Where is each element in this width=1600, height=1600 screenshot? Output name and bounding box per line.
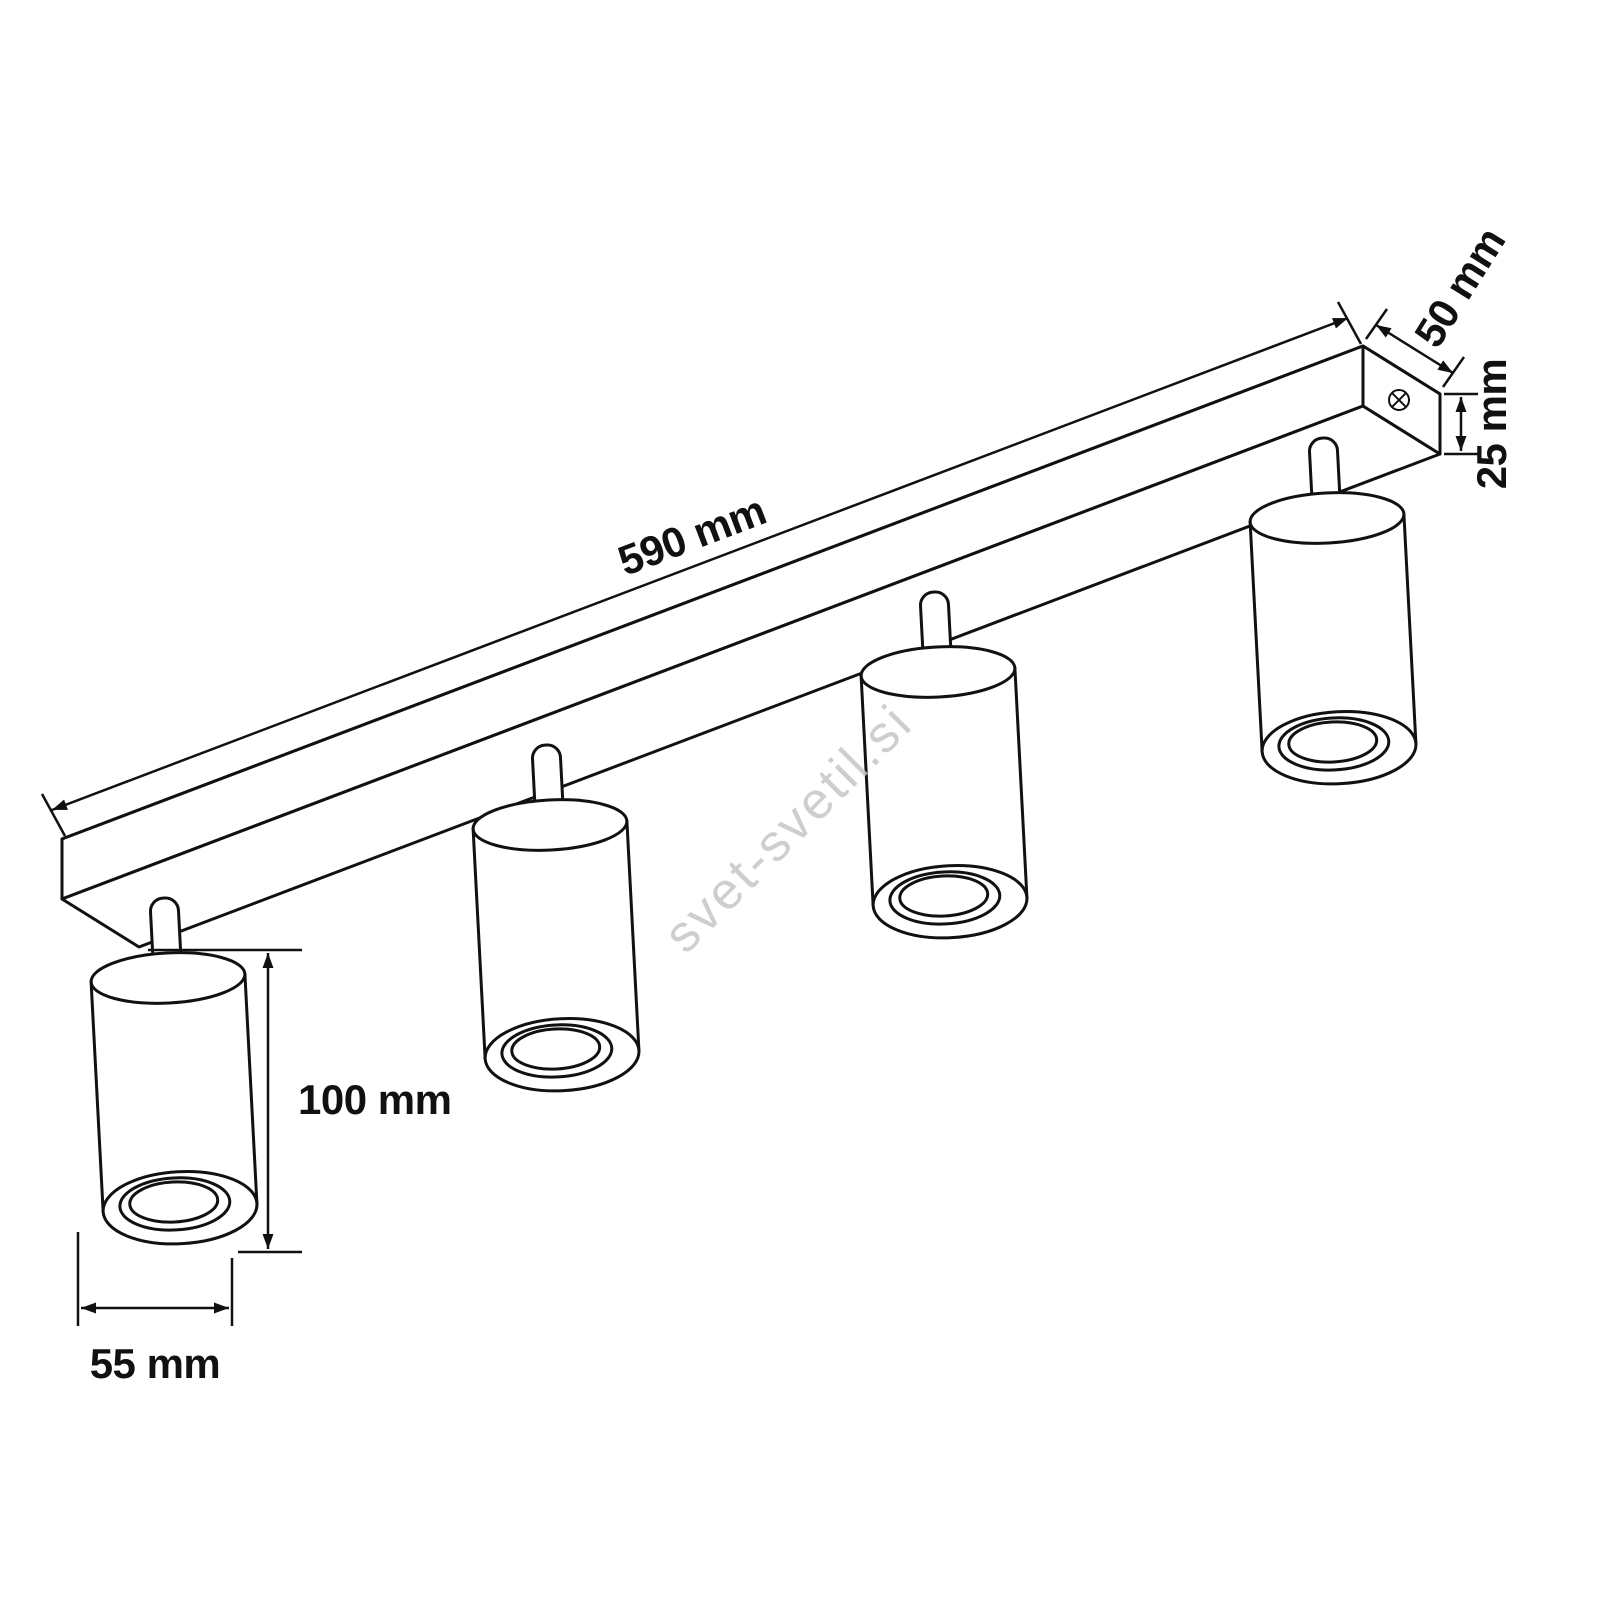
bar-end-cap <box>1361 344 1442 456</box>
bar-length-label: 590 mm <box>612 486 772 584</box>
spot-height-label: 100 mm <box>298 1076 451 1123</box>
spot-lens <box>128 1180 220 1224</box>
dimension-spot-diameter: 55 mm <box>76 1232 234 1387</box>
spot-lens <box>510 1027 602 1071</box>
spot-lens <box>898 874 990 918</box>
spot-diameter-label: 55 mm <box>90 1340 221 1387</box>
bar-depth-label: 50 mm <box>1405 219 1514 355</box>
spotlight-1 <box>89 896 259 1246</box>
bar-front-face <box>60 344 1365 901</box>
dimension-bar-length: 590 mm <box>40 301 1363 837</box>
bar-height-label: 25 mm <box>1468 359 1515 490</box>
dimension-bar-height: 25 mm <box>1444 359 1515 490</box>
dimension-spot-height: 100 mm <box>148 948 452 1254</box>
screw-icon <box>1388 389 1410 411</box>
